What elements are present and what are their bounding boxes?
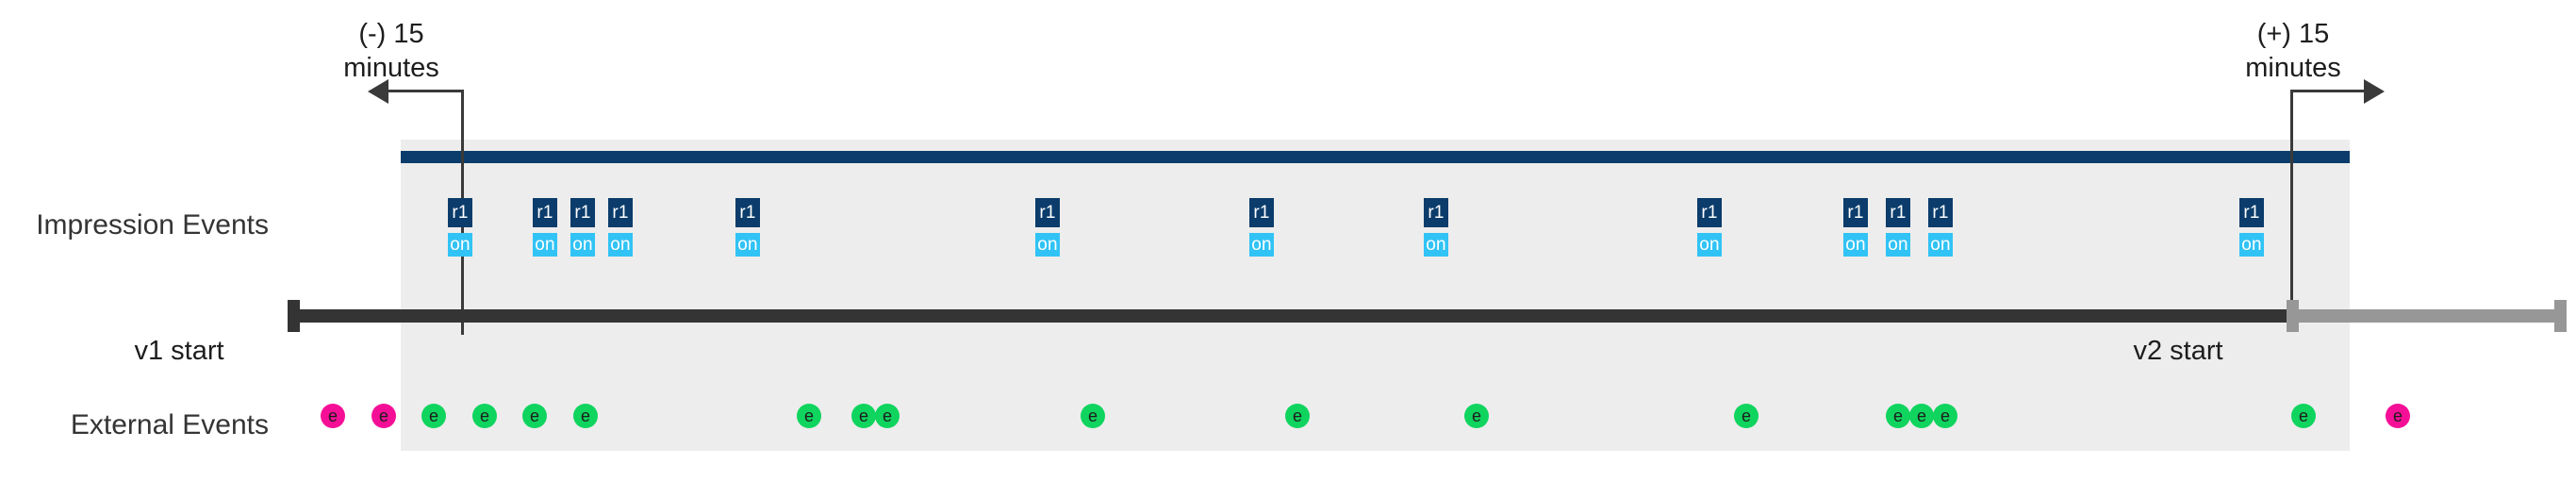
impression-request-chip[interactable]: r1 <box>570 198 595 227</box>
impression-signal-chip[interactable]: on <box>533 233 557 257</box>
impression-request-chip[interactable]: r1 <box>1843 198 1868 227</box>
window-end-callout-label: (+) 15 minutes <box>2245 19 2341 83</box>
impression-request-chip[interactable]: r1 <box>1249 198 1274 227</box>
external-events-row-label: External Events <box>70 409 269 440</box>
impression-signal-chip[interactable]: on <box>570 233 595 257</box>
external-event-dot-unattributed[interactable]: e <box>321 404 345 428</box>
impression-request-chip[interactable]: r1 <box>2239 198 2264 227</box>
impression-request-chip[interactable]: r1 <box>533 198 557 227</box>
v2-start-tick-label: v2 start <box>2133 336 2223 366</box>
impression-signal-chip[interactable]: on <box>608 233 633 257</box>
external-event-dot-attributed[interactable]: e <box>851 404 876 428</box>
impression-signal-chip[interactable]: on <box>1035 233 1060 257</box>
impression-request-chip[interactable]: r1 <box>1035 198 1060 227</box>
external-event-dot-attributed[interactable]: e <box>2291 404 2316 428</box>
external-event-dot-attributed[interactable]: e <box>875 404 900 428</box>
window-end-arrow-stem <box>2290 90 2364 92</box>
impression-events-row-label: Impression Events <box>36 209 269 240</box>
external-event-dot-unattributed[interactable]: e <box>372 404 396 428</box>
v1-start-tick-label: v1 start <box>134 336 224 366</box>
external-event-dot-unattributed[interactable]: e <box>2386 404 2410 428</box>
external-event-dot-attributed[interactable]: e <box>1285 404 1310 428</box>
external-event-dot-attributed[interactable]: e <box>1081 404 1105 428</box>
impression-request-chip[interactable]: r1 <box>608 198 633 227</box>
external-event-dot-attributed[interactable]: e <box>522 404 547 428</box>
v1-timeline-rail <box>288 309 2293 323</box>
impression-signal-chip[interactable]: on <box>1249 233 1274 257</box>
window-start-arrow-stem <box>388 90 462 92</box>
v1-start-cap <box>288 300 300 332</box>
impression-request-chip[interactable]: r1 <box>1928 198 1953 227</box>
v2-end-cap <box>2554 300 2567 332</box>
impression-signal-chip[interactable]: on <box>735 233 760 257</box>
external-event-dot-attributed[interactable]: e <box>1464 404 1489 428</box>
impression-signal-chip[interactable]: on <box>1928 233 1953 257</box>
impression-request-chip[interactable]: r1 <box>1424 198 1448 227</box>
v2-start-cap <box>2287 300 2299 332</box>
arrow-left-icon <box>368 79 388 104</box>
impression-request-chip[interactable]: r1 <box>448 198 472 227</box>
external-event-dot-attributed[interactable]: e <box>1909 404 1934 428</box>
window-start-callout-label: (-) 15 minutes <box>343 19 439 83</box>
external-event-dot-attributed[interactable]: e <box>797 404 821 428</box>
external-event-dot-attributed[interactable]: e <box>573 404 598 428</box>
impression-signal-chip[interactable]: on <box>1697 233 1722 257</box>
external-event-dot-attributed[interactable]: e <box>421 404 446 428</box>
impression-signal-chip[interactable]: on <box>1843 233 1868 257</box>
impression-signal-chip[interactable]: on <box>2239 233 2264 257</box>
external-event-dot-attributed[interactable]: e <box>1886 404 1910 428</box>
arrow-right-icon <box>2364 79 2385 104</box>
window-end-marker-line <box>2290 90 2293 316</box>
external-event-dot-attributed[interactable]: e <box>472 404 497 428</box>
impression-request-chip[interactable]: r1 <box>1697 198 1722 227</box>
version-duration-bar <box>401 151 2350 163</box>
impression-signal-chip[interactable]: on <box>448 233 472 257</box>
impression-request-chip[interactable]: r1 <box>1886 198 1910 227</box>
impression-signal-chip[interactable]: on <box>1424 233 1448 257</box>
impression-request-chip[interactable]: r1 <box>735 198 760 227</box>
impression-signal-chip[interactable]: on <box>1886 233 1910 257</box>
external-event-dot-attributed[interactable]: e <box>1734 404 1759 428</box>
attribution-window-band <box>401 140 2350 451</box>
v2-timeline-rail <box>2293 309 2567 323</box>
external-event-dot-attributed[interactable]: e <box>1933 404 1957 428</box>
